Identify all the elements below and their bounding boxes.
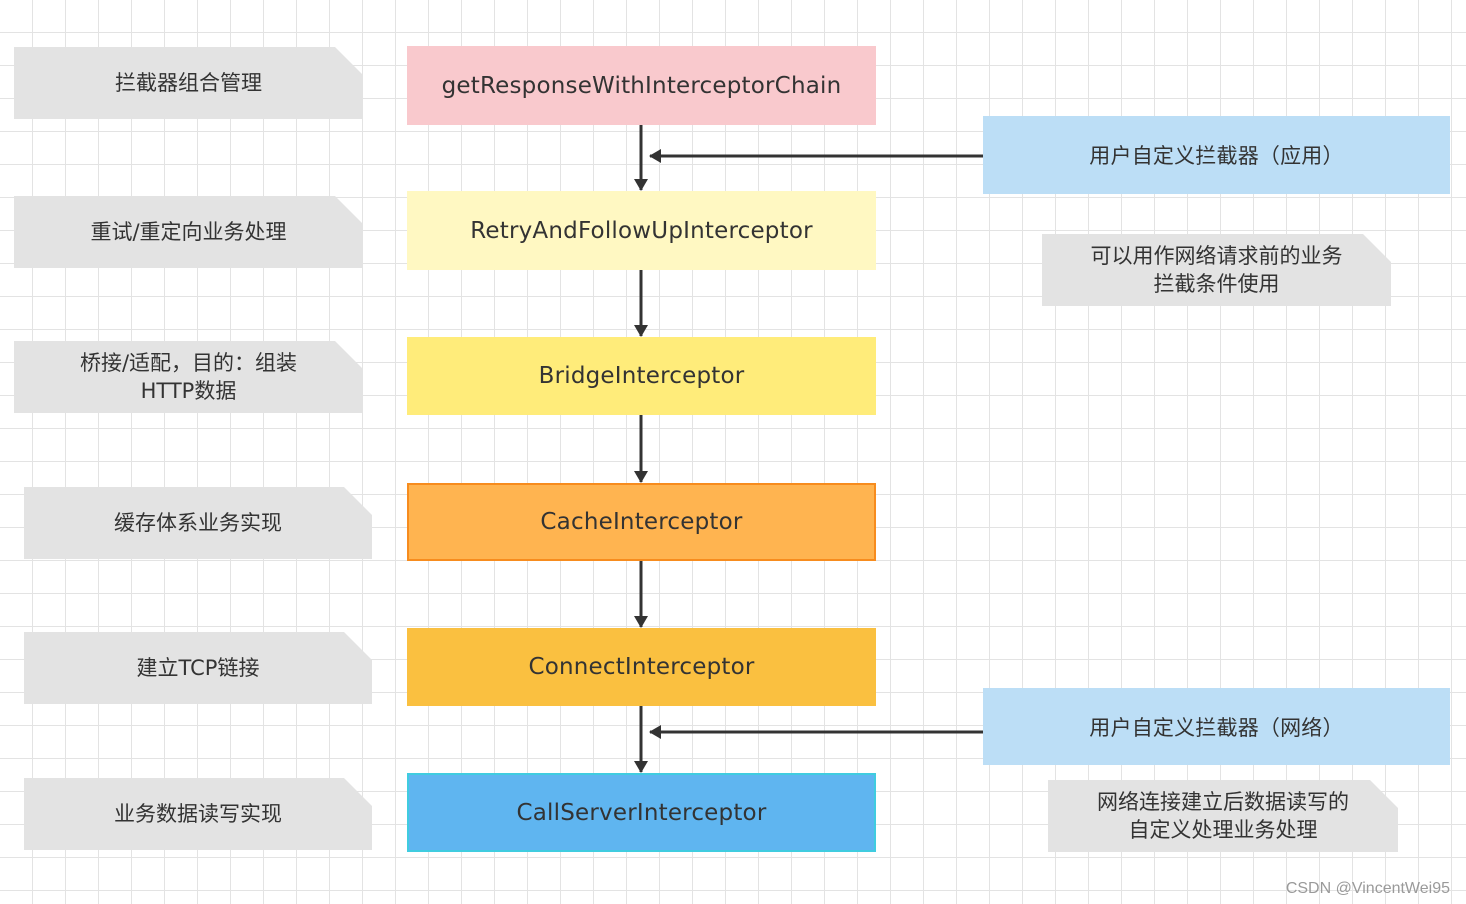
user-app-interceptor-box: 用户自定义拦截器（应用）	[983, 116, 1450, 194]
note-bridge-adapt: 桥接/适配，目的：组装 HTTP数据	[14, 341, 363, 413]
chain-box-retry: RetryAndFollowUpInterceptor	[407, 191, 876, 270]
note-data-read-write: 业务数据读写实现	[24, 778, 372, 850]
note-chain-management: 拦截器组合管理	[14, 47, 363, 119]
note-network-interceptor-usage: 网络连接建立后数据读写的 自定义处理业务处理	[1048, 780, 1398, 852]
user-network-interceptor-box: 用户自定义拦截器（网络）	[983, 688, 1450, 765]
note-cache-system: 缓存体系业务实现	[24, 487, 372, 559]
chain-box-get-response: getResponseWithInterceptorChain	[407, 46, 876, 125]
chain-box-callserver: CallServerInterceptor	[407, 773, 876, 852]
note-retry-redirect: 重试/重定向业务处理	[14, 196, 363, 268]
chain-box-bridge: BridgeInterceptor	[407, 337, 876, 415]
chain-box-cache: CacheInterceptor	[407, 483, 876, 561]
note-tcp-connect: 建立TCP链接	[24, 632, 372, 704]
watermark: CSDN @VincentWei95	[1285, 880, 1450, 897]
chain-box-connect: ConnectInterceptor	[407, 628, 876, 706]
note-app-interceptor-usage: 可以用作网络请求前的业务 拦截条件使用	[1042, 234, 1391, 306]
